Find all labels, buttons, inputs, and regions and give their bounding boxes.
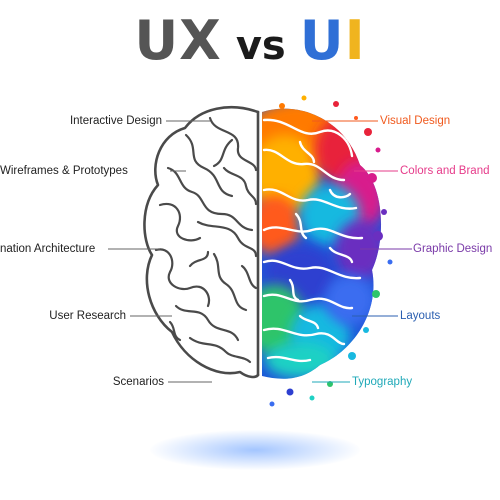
label-typography: Typography	[352, 376, 413, 388]
label-layouts: Layouts	[400, 310, 441, 322]
brain-right-splash	[262, 95, 393, 407]
brain-left-outline	[143, 105, 260, 379]
label-visual-design: Visual Design	[380, 115, 451, 127]
title-ux: UX	[134, 9, 222, 72]
brain-left-folds	[154, 116, 258, 364]
title-ui-letter-i: I	[344, 9, 366, 72]
label-interactive-design: Interactive Design	[69, 115, 162, 127]
title-vs: vs	[235, 23, 286, 69]
title-ui: UI	[300, 14, 366, 68]
label-colors-and-brand: Colors and Brand	[400, 165, 490, 177]
label-user-research: User Research	[49, 310, 126, 322]
right-leader-lines	[312, 120, 412, 383]
left-leader-lines	[108, 120, 212, 383]
label-information-architecture: nation Architecture	[0, 243, 96, 255]
label-scenarios: Scenarios	[112, 376, 164, 388]
brain-shadow-glow	[150, 430, 360, 470]
label-wireframes-prototypes: Wireframes & Prototypes	[0, 165, 128, 177]
title-ui-letter-u: U	[299, 9, 345, 72]
label-graphic-design: Graphic Design	[413, 243, 493, 255]
